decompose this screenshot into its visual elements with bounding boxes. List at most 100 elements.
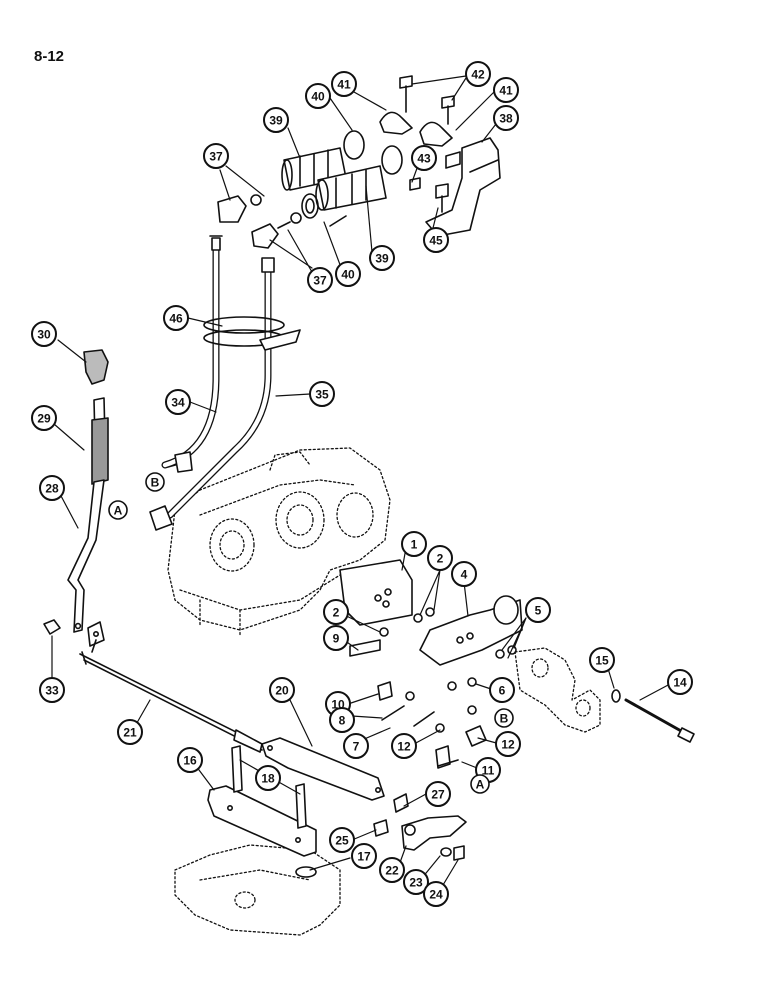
svg-text:21: 21 <box>123 726 137 740</box>
hydraulic-hose-34 <box>161 235 223 473</box>
elbow-fitting-upper <box>217 194 262 223</box>
leader-lines <box>51 75 671 891</box>
callout-37: 37 <box>307 267 333 293</box>
valve-body-1 <box>339 559 413 626</box>
hose-clamp-strap <box>203 316 301 351</box>
callout-41: 41 <box>331 71 357 97</box>
svg-text:38: 38 <box>499 112 513 126</box>
lower-housing-outline <box>174 844 341 936</box>
connection-marker-layer: B A B A <box>108 472 514 794</box>
transmission-housing-outline <box>167 447 391 636</box>
connection-marker-A: A <box>108 500 128 520</box>
coupler-clamps <box>379 111 453 147</box>
svg-text:46: 46 <box>169 312 183 326</box>
svg-text:16: 16 <box>183 754 197 768</box>
hydraulic-hose-35 <box>149 257 275 531</box>
callout-2: 2 <box>427 545 453 571</box>
svg-text:28: 28 <box>45 482 59 496</box>
svg-text:14: 14 <box>673 676 687 690</box>
page-number: 8-12 <box>34 48 65 65</box>
pivot-bolts-18 <box>231 745 307 829</box>
callout-5: 5 <box>525 597 551 623</box>
callout-33: 33 <box>39 677 65 703</box>
svg-text:37: 37 <box>313 274 327 288</box>
bolt-27 <box>393 793 409 813</box>
callout-7: 7 <box>343 733 369 759</box>
svg-text:41: 41 <box>499 84 513 98</box>
callout-17: 17 <box>351 843 377 869</box>
svg-text:6: 6 <box>499 684 506 698</box>
svg-text:37: 37 <box>209 150 223 164</box>
callout-43: 43 <box>411 145 437 171</box>
control-knob <box>83 349 109 385</box>
svg-text:4: 4 <box>461 568 468 582</box>
callout-15: 15 <box>589 647 615 673</box>
svg-text:43: 43 <box>417 152 431 166</box>
callout-22: 22 <box>379 857 405 883</box>
svg-text:23: 23 <box>409 876 423 890</box>
support-bracket <box>425 137 501 237</box>
svg-text:12: 12 <box>501 738 515 752</box>
bolt-25 <box>373 819 389 837</box>
svg-text:12: 12 <box>397 740 411 754</box>
callout-8: 8 <box>329 707 355 733</box>
callout-25: 25 <box>329 827 355 853</box>
svg-text:34: 34 <box>171 396 185 410</box>
callout-38: 38 <box>493 105 519 131</box>
callout-28: 28 <box>39 475 65 501</box>
svg-text:5: 5 <box>535 604 542 618</box>
svg-text:1: 1 <box>411 538 418 552</box>
callout-29: 29 <box>31 405 57 431</box>
lever-bolt <box>43 619 61 635</box>
svg-text:30: 30 <box>37 328 51 342</box>
callout-24: 24 <box>423 881 449 907</box>
washer-nut-23-24 <box>440 845 465 861</box>
callout-20: 20 <box>269 677 295 703</box>
quick-coupler-lower <box>315 145 403 211</box>
callout-27: 27 <box>425 781 451 807</box>
callout-40: 40 <box>305 83 331 109</box>
callout-37: 37 <box>203 143 229 169</box>
svg-text:17: 17 <box>357 850 371 864</box>
callout-34: 34 <box>165 389 191 415</box>
linkage-20 <box>261 737 385 801</box>
svg-text:27: 27 <box>431 788 445 802</box>
bracket-22 <box>401 815 467 851</box>
callout-16: 16 <box>177 747 203 773</box>
svg-text:2: 2 <box>333 606 340 620</box>
svg-text:9: 9 <box>333 632 340 646</box>
callout-41: 41 <box>493 77 519 103</box>
callout-18: 18 <box>255 765 281 791</box>
svg-text:39: 39 <box>269 114 283 128</box>
svg-text:B: B <box>151 476 160 490</box>
callout-2: 2 <box>323 599 349 625</box>
control-valve-4 <box>419 595 523 666</box>
callout-39: 39 <box>369 245 395 271</box>
callout-40: 40 <box>335 261 361 287</box>
callout-1: 1 <box>401 531 427 557</box>
svg-text:A: A <box>476 778 485 792</box>
svg-text:22: 22 <box>385 864 399 878</box>
callout-9: 9 <box>323 625 349 651</box>
control-lever <box>67 479 105 633</box>
callout-42: 42 <box>465 61 491 87</box>
callout-39: 39 <box>263 107 289 133</box>
svg-text:42: 42 <box>471 68 485 82</box>
lever-grip <box>91 397 109 485</box>
connection-marker-B: B <box>494 708 514 728</box>
svg-text:40: 40 <box>311 90 325 104</box>
callout-23: 23 <box>403 869 429 895</box>
callout-46: 46 <box>163 305 189 331</box>
callout-45: 45 <box>423 227 449 253</box>
svg-text:25: 25 <box>335 834 349 848</box>
svg-text:11: 11 <box>482 764 495 778</box>
callout-4: 4 <box>451 561 477 587</box>
pivot-plate-16 <box>207 785 317 857</box>
dust-seals <box>301 193 347 227</box>
long-bolt-14 <box>624 698 695 743</box>
svg-text:24: 24 <box>429 888 443 902</box>
svg-text:33: 33 <box>45 684 59 698</box>
callout-12: 12 <box>391 733 417 759</box>
